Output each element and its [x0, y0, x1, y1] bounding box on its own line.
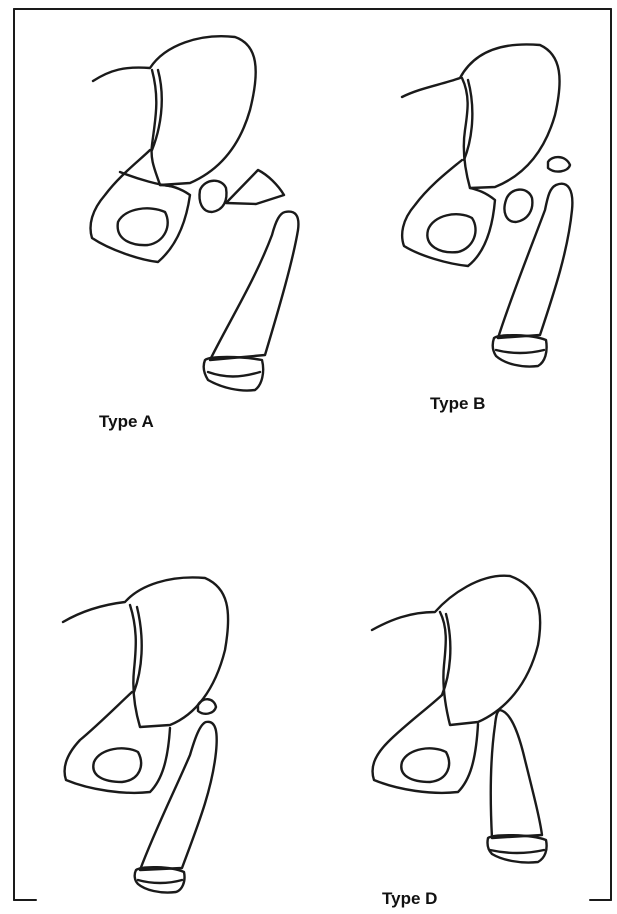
femur-shaft — [210, 212, 298, 360]
type-b-label: Type B — [430, 394, 485, 414]
ilium-outline — [63, 577, 228, 727]
border — [14, 9, 611, 900]
obturator-foramen — [93, 748, 141, 782]
ilium-outline — [372, 576, 540, 725]
ischium-outline — [373, 695, 478, 793]
pubis-edge — [120, 172, 170, 186]
hip-drawing-type-c — [63, 577, 228, 892]
hip-drawing-type-a — [91, 36, 299, 390]
type-a-label: Type A — [99, 412, 154, 432]
femur-distal-end — [487, 835, 546, 862]
femur-condyle-line — [490, 850, 544, 853]
triangular-fragment — [226, 170, 284, 204]
femoral-head-fragment — [200, 181, 227, 212]
femur-condyle-line — [496, 350, 544, 353]
type-d-label: Type D — [382, 889, 437, 909]
hip-drawing-type-d — [372, 576, 547, 863]
ilium-outline — [402, 44, 560, 188]
small-ossicle — [198, 699, 216, 714]
small-ossicle — [548, 157, 570, 171]
obturator-foramen — [401, 748, 449, 782]
ilium-outline — [93, 36, 256, 185]
femur-shaft — [491, 710, 542, 838]
obturator-foramen — [427, 214, 475, 252]
femur-condyle-line — [138, 880, 182, 883]
femur-shaft — [140, 722, 217, 870]
femur-shaft — [498, 184, 572, 338]
hip-drawing-type-b — [402, 44, 572, 366]
ischium-outline — [402, 160, 495, 266]
ischium-outline — [65, 692, 170, 793]
obturator-foramen — [118, 208, 168, 245]
femur-condyle-line — [208, 372, 260, 377]
femoral-head-fragment — [504, 190, 532, 222]
